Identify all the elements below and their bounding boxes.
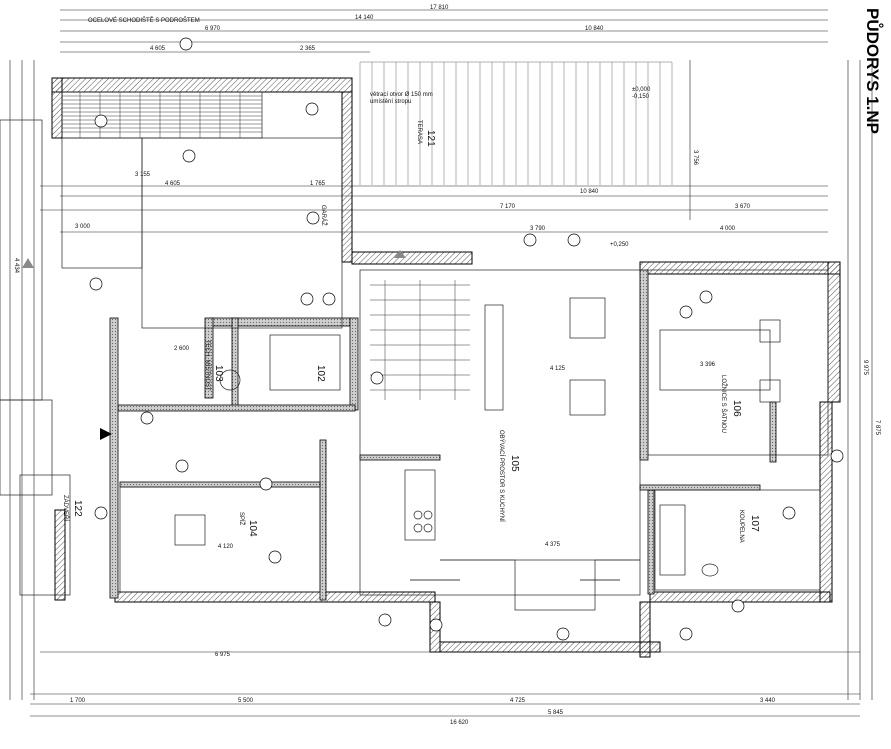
room-107-number: 107 xyxy=(749,515,760,532)
dim-inner-f: 2 600 xyxy=(174,346,190,352)
top-dimension-lines xyxy=(9,9,873,717)
dim-bottom-c: 4 725 xyxy=(510,698,526,704)
room-122-name: ZÁDVEŘÍ xyxy=(62,495,70,521)
dim-top-4a: 4 605 xyxy=(150,46,166,52)
room-104-number: 104 xyxy=(247,520,258,537)
boiler xyxy=(174,514,206,546)
dim-inner-a: 4 125 xyxy=(550,366,566,372)
dim-mid-b: 1 765 xyxy=(310,181,326,187)
room-outlines xyxy=(0,91,829,596)
bed xyxy=(659,329,771,391)
dim-right-a: 7 875 xyxy=(874,420,880,436)
dim-bottom-f: 16 620 xyxy=(450,720,469,726)
vent-note: větrací otvor Ø 150 mm xyxy=(370,92,433,98)
level-tag-b: -0,150 xyxy=(632,94,650,100)
room-107-name: KOUPELNA xyxy=(738,510,744,543)
dim-bottom-e: 6 975 xyxy=(215,652,231,658)
entrance-arrows xyxy=(22,250,406,440)
ceiling-note: umístění stropu xyxy=(370,99,411,105)
hob-burner-2 xyxy=(423,510,433,520)
room-103-name: TECH. MÍSTNOST xyxy=(204,340,211,391)
interior-walls xyxy=(109,269,777,601)
dim-top-4b: 2 365 xyxy=(300,46,316,52)
bathtub xyxy=(659,504,686,576)
sofa xyxy=(484,304,504,411)
kitchen-counter xyxy=(404,469,436,541)
room-122-number: 122 xyxy=(72,500,83,517)
stairs-note: OCELOVÉ SCHODIŠTĚ S PODROŠTEM xyxy=(88,16,200,24)
room-121-number: 121 xyxy=(425,130,436,147)
room-105-number: 105 xyxy=(509,455,520,472)
dim-top-3a: 6 970 xyxy=(205,26,221,32)
room-104-name: SPÍŽ xyxy=(238,512,246,526)
windows xyxy=(410,559,640,581)
dim-mid-e: 3 670 xyxy=(735,204,751,210)
room-102-number: 102 xyxy=(315,365,326,382)
room-106-number: 106 xyxy=(731,400,742,417)
dim-bottom-d: 3 440 xyxy=(760,698,776,704)
room-106-name: LOŽNICE S ŠATNOU xyxy=(720,375,728,433)
hob-burner-3 xyxy=(413,523,423,533)
hob-burner-4 xyxy=(423,523,433,533)
room-labels: 121 TERASA GARÁŽ 103 TECH. MÍSTNOST 102 … xyxy=(62,120,760,543)
dim-inner-g: 3 000 xyxy=(75,224,91,230)
dim-mid-a: 4 605 xyxy=(165,181,181,187)
nightstand xyxy=(759,319,781,343)
annotations: OCELOVÉ SCHODIŠTĚ S PODROŠTEM větrací ot… xyxy=(88,16,651,248)
dim-overall: 17 810 xyxy=(430,5,449,11)
toilet xyxy=(701,563,719,577)
dim-mid-c: 10 840 xyxy=(580,189,599,195)
nightstand-2 xyxy=(759,379,781,403)
element-tags xyxy=(89,37,844,641)
dim-top-2: 14 140 xyxy=(355,15,374,21)
dim-bottom-b: 5 500 xyxy=(238,698,254,704)
dim-mid-g: 4 000 xyxy=(720,226,736,232)
level-tag-a: ±0,000 xyxy=(632,87,651,93)
dim-top-3b: 10 840 xyxy=(585,26,604,32)
technical-room-equipment xyxy=(269,334,341,391)
dim-mid-f: 3 790 xyxy=(530,226,546,232)
dim-bottom-a: 1 700 xyxy=(70,698,86,704)
staircase xyxy=(62,92,470,400)
dim-left-side: 4 434 xyxy=(13,258,19,274)
dining-table xyxy=(514,559,596,611)
dim-inner-c: 3 396 xyxy=(700,362,716,368)
dim-inner-d: 3 155 xyxy=(135,172,151,178)
furniture xyxy=(174,297,781,611)
room-105-name: OBÝVACÍ PROSTOR S KUCHYNÍ xyxy=(498,430,505,522)
dim-mid-d: 7 170 xyxy=(500,204,516,210)
terrace-decking xyxy=(359,61,673,185)
level-tag-c: +0,250 xyxy=(610,242,629,248)
exterior-walls xyxy=(51,77,841,658)
room-103-number: 103 xyxy=(213,365,224,382)
dim-bottom-g: 5 845 xyxy=(548,710,564,716)
heat-pump xyxy=(219,369,241,391)
room-121-name: TERASA xyxy=(416,120,422,144)
armchair xyxy=(569,297,606,339)
coffee-table xyxy=(569,379,606,416)
dim-right-c: 3 756 xyxy=(692,150,698,166)
room-111-name: GARÁŽ xyxy=(320,205,328,226)
dim-inner-b: 4 375 xyxy=(545,542,561,548)
dimension-labels: 17 810 14 140 6 970 10 840 4 605 2 365 4… xyxy=(13,5,880,726)
dim-right-b: 9 975 xyxy=(862,360,868,376)
dim-inner-e: 4 120 xyxy=(218,544,234,550)
hob-burner xyxy=(413,510,423,520)
